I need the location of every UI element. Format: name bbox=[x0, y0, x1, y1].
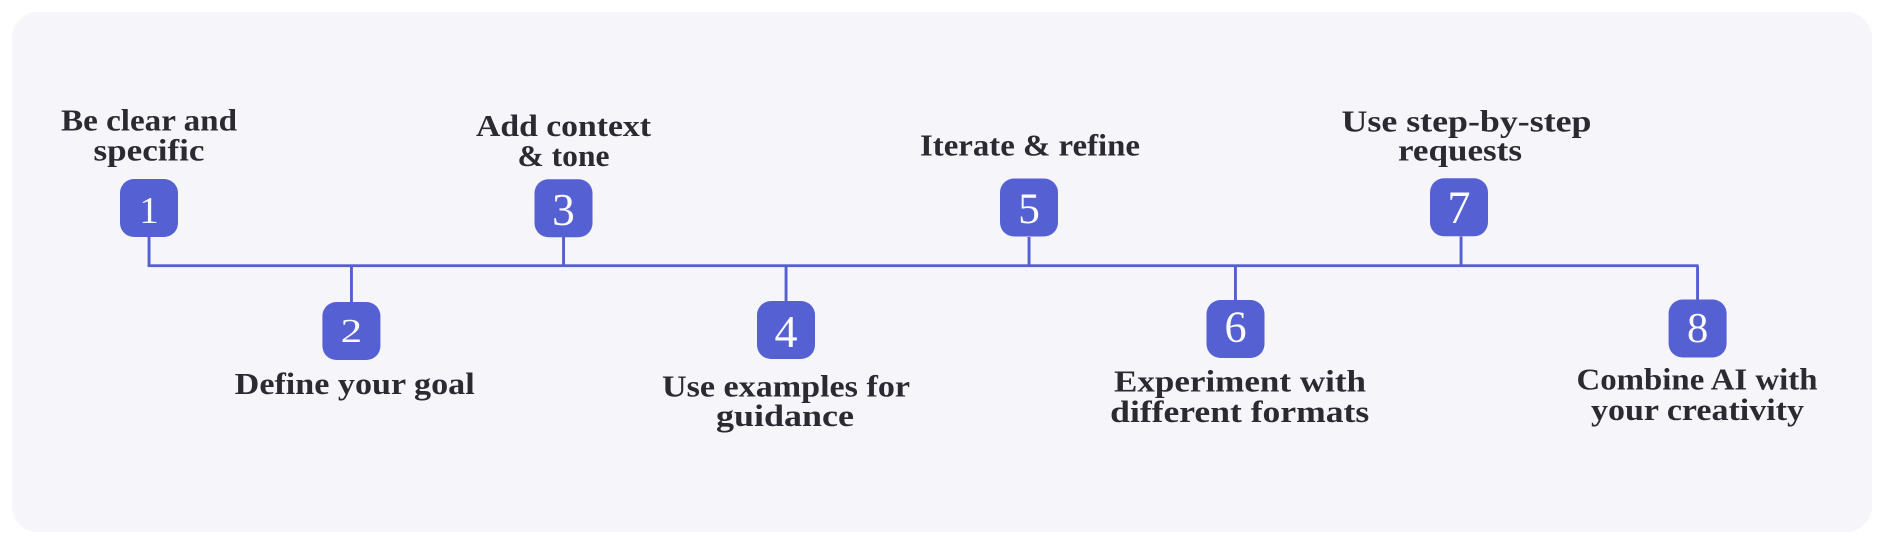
svg-text:Add context: Add context bbox=[476, 109, 652, 143]
svg-text:5: 5 bbox=[1018, 186, 1040, 233]
svg-text:7: 7 bbox=[1447, 183, 1470, 234]
svg-text:& tone: & tone bbox=[518, 139, 610, 173]
svg-text:3: 3 bbox=[552, 185, 575, 235]
svg-text:1: 1 bbox=[139, 190, 158, 232]
svg-text:Use examples for: Use examples for bbox=[662, 370, 910, 404]
svg-text:Iterate & refine: Iterate & refine bbox=[920, 129, 1140, 163]
svg-text:different formats: different formats bbox=[1110, 395, 1369, 429]
svg-text:8: 8 bbox=[1687, 305, 1708, 352]
svg-text:Experiment with: Experiment with bbox=[1114, 365, 1366, 399]
svg-text:specific: specific bbox=[94, 134, 205, 168]
svg-text:2: 2 bbox=[341, 313, 363, 350]
svg-text:Combine AI with: Combine AI with bbox=[1577, 363, 1818, 397]
svg-text:Define your goal: Define your goal bbox=[235, 367, 475, 401]
svg-text:4: 4 bbox=[775, 306, 798, 357]
svg-text:guidance: guidance bbox=[716, 399, 854, 433]
svg-text:your creativity: your creativity bbox=[1591, 393, 1804, 427]
svg-text:6: 6 bbox=[1224, 303, 1246, 352]
svg-text:Be clear and: Be clear and bbox=[61, 104, 237, 138]
svg-text:Use step-by-step: Use step-by-step bbox=[1342, 104, 1592, 138]
svg-text:requests: requests bbox=[1398, 134, 1522, 168]
